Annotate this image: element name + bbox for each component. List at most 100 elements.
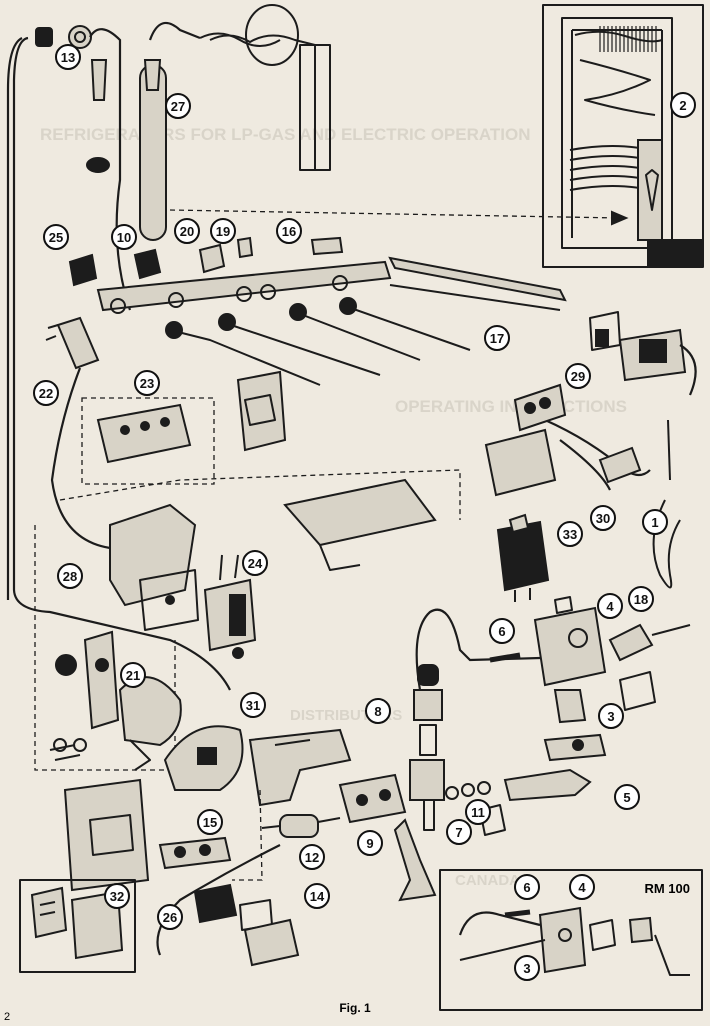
callout-circle: [446, 819, 472, 845]
callout-c2: 2: [670, 92, 696, 118]
callout-label: 26: [163, 910, 177, 925]
callout-circle: [514, 874, 540, 900]
callout-c12: 12: [299, 844, 325, 870]
callout-label: 20: [180, 224, 194, 239]
part-relay-lower: [243, 918, 300, 967]
part-13-plug: [35, 25, 92, 49]
part-stand: [393, 818, 437, 902]
part-9-valve-block: [338, 773, 407, 824]
callout-c24: 24: [242, 550, 268, 576]
callout-c27: 27: [165, 93, 191, 119]
callout-c22: 22: [33, 380, 59, 406]
callout-circle: [299, 844, 325, 870]
callout-label: 4: [578, 880, 586, 895]
callout-label: 2: [679, 98, 686, 113]
part-5-fitting: [503, 768, 592, 802]
callout-circle: [484, 325, 510, 351]
callout-c7: 7: [446, 819, 472, 845]
callout-label: 24: [248, 556, 263, 571]
callout-c19: 19: [210, 218, 236, 244]
part-33-relay: [496, 513, 550, 602]
evaporator-coil: [569, 145, 651, 191]
callout-circle: [465, 799, 491, 825]
callout-c15: 15: [197, 809, 223, 835]
part-30-cable-bundle: [544, 418, 651, 491]
callout-circle: [242, 550, 268, 576]
callout-c14: 14: [304, 883, 330, 909]
callout-circle: [614, 784, 640, 810]
part-22-power-cord: [45, 316, 111, 550]
part-bracket-mid: [248, 728, 352, 807]
callout-c16: 16: [276, 218, 302, 244]
callout-circle: [165, 93, 191, 119]
cooling-unit-inset: [542, 4, 704, 268]
callout-circle: [104, 883, 130, 909]
top-spring-assembly: [199, 4, 331, 171]
part-29-switch-block: [618, 328, 697, 396]
part-left-bracket: [55, 630, 120, 730]
callout-circle: [357, 830, 383, 856]
callout-label: 7: [455, 825, 462, 840]
callout-label: 6: [523, 880, 530, 895]
callout-c8: 8: [365, 698, 391, 724]
callout-c5: 5: [614, 784, 640, 810]
callout-circle: [157, 904, 183, 930]
callout-label: 33: [563, 527, 577, 542]
bleed-text-1: REFRIGERATORS FOR LP-GAS AND ELECTRIC OP…: [40, 125, 531, 144]
callout-label: 10: [117, 230, 131, 245]
callout-label: 25: [49, 230, 63, 245]
callout-label: 32: [110, 889, 124, 904]
callout-label: 9: [366, 836, 373, 851]
figure-caption: Fig. 1: [339, 1001, 371, 1015]
callout-label: 29: [571, 369, 585, 384]
part-15-switch: [158, 836, 232, 870]
callout-c1: 1: [642, 509, 668, 535]
callout-label: 5: [623, 790, 630, 805]
bleed-text-2: OPERATING INSTRUCTIONS: [395, 397, 627, 416]
electrical-housing: [109, 503, 199, 631]
callout-circle: [597, 593, 623, 619]
callout-label: 30: [596, 511, 610, 526]
bleed-text-4: CANADA: [455, 872, 520, 889]
callout-label: 8: [374, 704, 381, 719]
callout-label: 28: [63, 569, 77, 584]
callout-c26: 26: [157, 904, 183, 930]
condenser-fins: [599, 26, 657, 52]
callout-c18: 18: [628, 586, 654, 612]
rm100-parts: [458, 906, 690, 976]
part-14-wire: [156, 844, 281, 956]
callout-c21: 21: [120, 662, 146, 688]
part-12-connector: [261, 814, 341, 838]
part-24-thermostat: [203, 554, 257, 659]
rm100-inset-frame: [439, 869, 703, 1011]
part-23-terminal-block: [96, 403, 192, 464]
callout-c3: 3: [598, 703, 624, 729]
part-cover-bracket: [236, 370, 287, 452]
callout-circle: [174, 218, 200, 244]
callout-label: 6: [498, 624, 505, 639]
wire-harness-28: [12, 36, 231, 691]
callout-c28: 28: [57, 563, 83, 589]
callout-c3b: 3: [514, 955, 540, 981]
callout-c30: 30: [590, 505, 616, 531]
callout-circle: [670, 92, 696, 118]
callout-c31: 31: [240, 692, 266, 718]
dash-box-23: [81, 397, 215, 485]
callout-circle: [240, 692, 266, 718]
callout-label: 11: [471, 805, 485, 820]
part-11-fittings: [445, 781, 506, 836]
control-rods: [165, 297, 471, 386]
callout-label: 13: [61, 50, 75, 65]
callout-c23: 23: [134, 370, 160, 396]
callout-label: 31: [246, 698, 260, 713]
callout-circle: [569, 874, 595, 900]
callout-circle: [210, 218, 236, 244]
callout-circle: [43, 224, 69, 250]
callout-circle: [304, 883, 330, 909]
callout-c4b: 4: [569, 874, 595, 900]
callout-c29: 29: [565, 363, 591, 389]
callout-c13: 13: [55, 44, 81, 70]
part-angled-cover: [283, 478, 437, 571]
control-panel-bar: [96, 260, 392, 314]
